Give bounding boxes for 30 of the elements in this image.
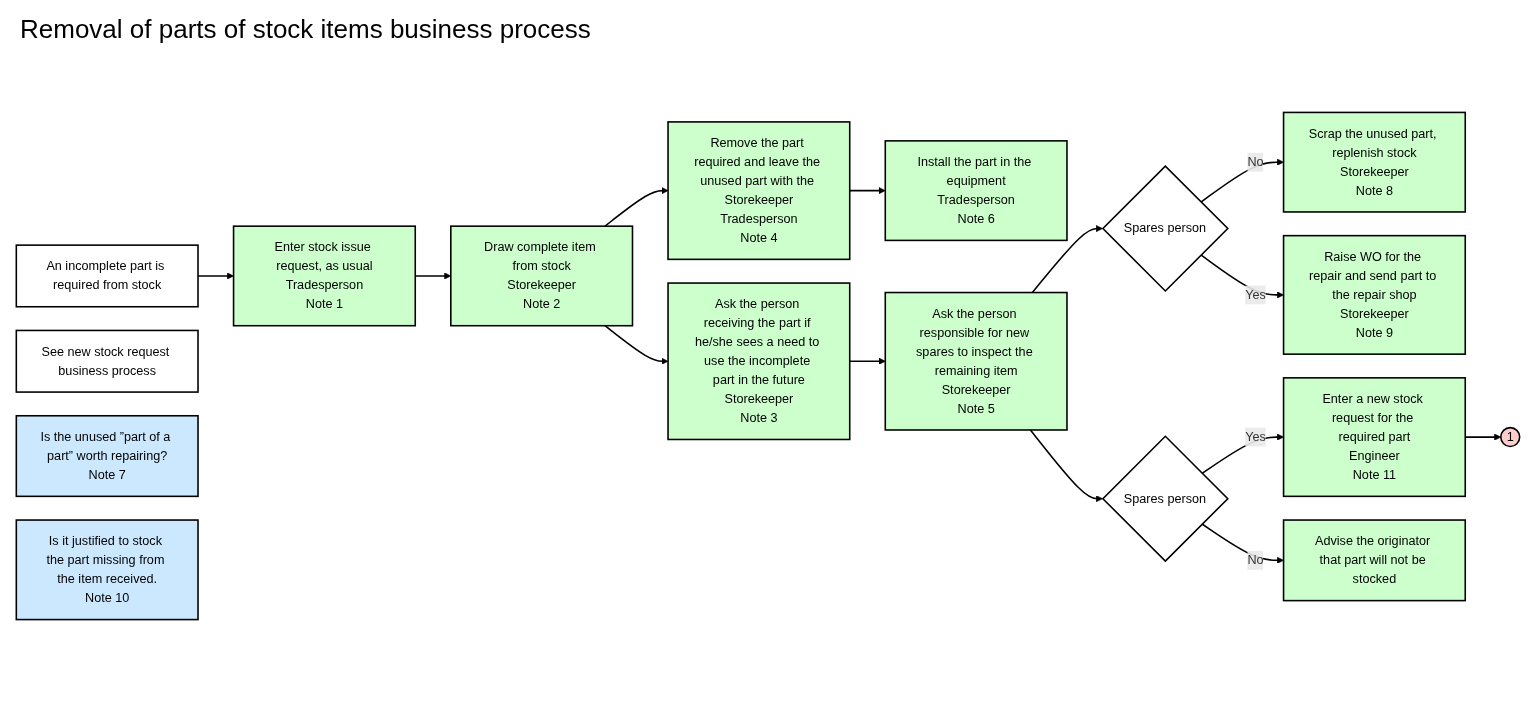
arrow (1201, 433, 1284, 475)
arrow (1200, 158, 1284, 203)
node-box: Raise WO for the repair and send part to the repair shop Storekeeper Note 9 (1282, 234, 1467, 355)
arrow (1029, 429, 1103, 503)
node-box: Remove the part required and leave the unused part with the Storekeeper Tradesperson Note 4 (667, 121, 851, 261)
edge-label: Yes (1245, 287, 1266, 302)
arrow (1031, 225, 1103, 294)
node-diamond: Spares person (1101, 435, 1229, 563)
node-box: Enter stock issue request, as usual Tradesperson Note 1 (232, 225, 417, 327)
arrow (604, 324, 669, 365)
arrow (604, 187, 669, 227)
node-box: Ask the person responsible for new spares to inspect the remaining item Storekeeper Note 5 (884, 291, 1068, 431)
node-box: See new stock request business process (15, 329, 199, 393)
node-diamond: Spares person (1101, 165, 1229, 293)
arrow (1200, 254, 1284, 299)
node-circle: 1 (1500, 426, 1521, 448)
node-box: Install the part in the equipment Tradesperson Note 6 (884, 140, 1068, 242)
node-box: Scrap the unused part, replenish stock Storekeeper Note 8 (1282, 111, 1467, 213)
diagram-title: Removal of parts of stock items business process (20, 14, 592, 45)
arrow (1201, 523, 1284, 564)
node-box: Advise the originator that part will not be stocked (1282, 519, 1467, 602)
node-box: Is it justified to stock the part missing from the item received. Note 10 (15, 519, 199, 621)
node-box: Is the unused ”part of a part” worth repairing? Note 7 (15, 414, 199, 498)
edge-label: No (1247, 553, 1264, 567)
node-box: Draw complete item from stock Storekeeper Note 2 (450, 225, 634, 327)
node-box: Enter a new stock request for the required part Engineer Note 11 (1282, 377, 1467, 498)
node-box: Ask the person receiving the part if he/she sees a need to use the incomplete part in the future Storekeeper Note 3 (667, 282, 851, 441)
node-box: An incomplete part is required from stock (15, 244, 199, 308)
edge-label: Yes (1245, 429, 1266, 444)
edge-label: No (1247, 155, 1264, 169)
